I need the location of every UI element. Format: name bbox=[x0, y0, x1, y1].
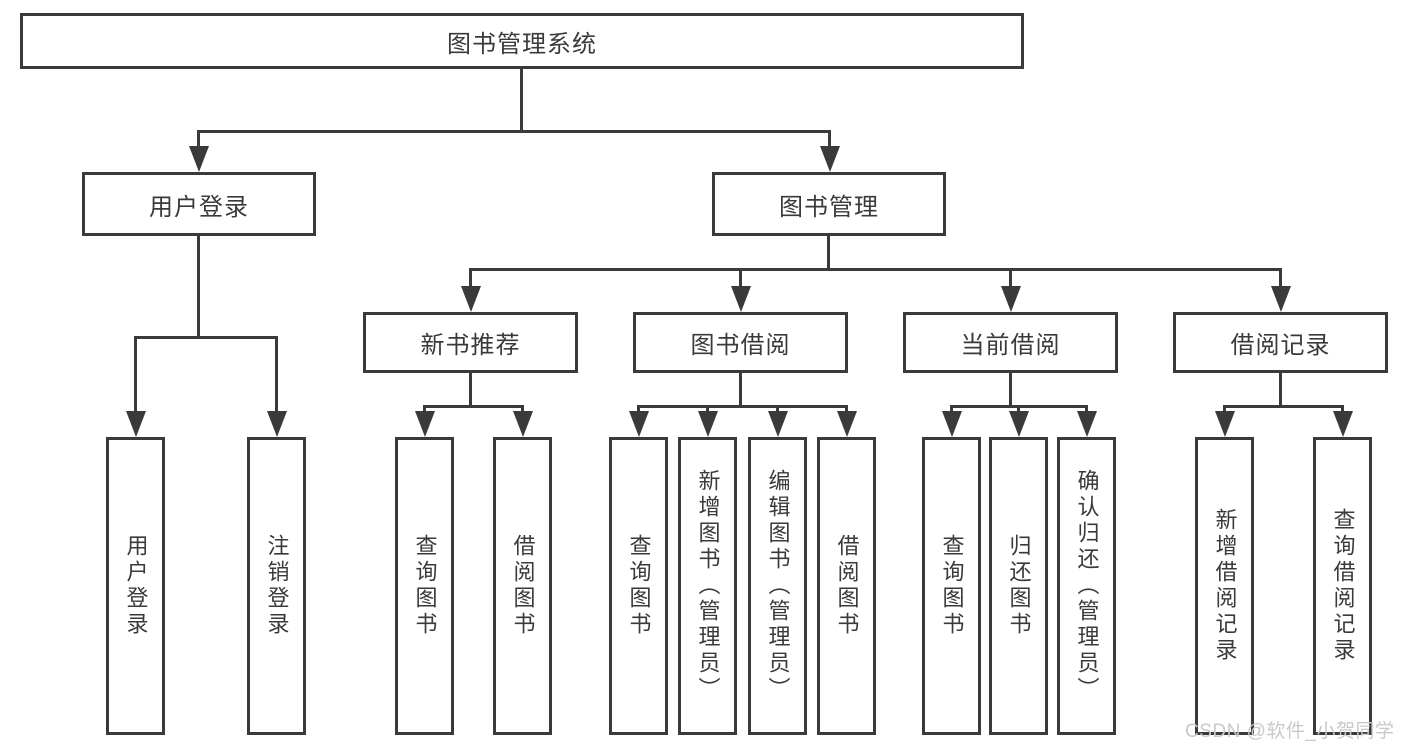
leaf-label: 新增借阅记录 bbox=[1212, 508, 1238, 664]
node-book-borrow: 图书借阅 bbox=[633, 312, 848, 373]
leaf-label: 新增图书（管理员） bbox=[695, 469, 721, 703]
arrow-to-leaf-logout bbox=[266, 336, 287, 437]
leaf-label: 查询图书 bbox=[626, 534, 652, 638]
arrow-to-book-borrow bbox=[730, 268, 751, 312]
arrow-to-leaf-borrow-books bbox=[836, 405, 857, 437]
node-label: 图书借阅 bbox=[690, 332, 791, 359]
connector-records-hline bbox=[1223, 405, 1344, 408]
leaf-label: 查询图书 bbox=[412, 534, 438, 638]
arrow-to-leaf-query-books bbox=[628, 405, 649, 437]
arrow-to-leaf-borrow-books bbox=[512, 405, 533, 437]
leaf-edit-books-admin: 编辑图书（管理员） bbox=[748, 437, 807, 735]
node-label: 借阅记录 bbox=[1230, 332, 1331, 359]
leaf-label: 编辑图书（管理员） bbox=[765, 469, 791, 703]
leaf-query-borrow-record: 查询借阅记录 bbox=[1313, 437, 1372, 735]
arrow-to-leaf-confirm-return bbox=[1076, 405, 1097, 437]
node-user-login: 用户登录 bbox=[82, 172, 316, 236]
arrow-to-new-book-recommend bbox=[460, 268, 481, 312]
leaf-label: 确认归还（管理员） bbox=[1074, 469, 1100, 703]
arrow-to-leaf-query-books bbox=[414, 405, 435, 437]
arrow-to-book-management bbox=[819, 130, 840, 172]
leaf-add-borrow-record: 新增借阅记录 bbox=[1195, 437, 1254, 735]
connector-root-hline bbox=[197, 130, 831, 133]
watermark: CSDN @软件_小贺同学 bbox=[1185, 721, 1395, 742]
leaf-label: 查询借阅记录 bbox=[1330, 508, 1356, 664]
arrow-to-current-borrow bbox=[1000, 268, 1021, 312]
leaf-query-books-recommend: 查询图书 bbox=[395, 437, 454, 735]
node-label: 新书推荐 bbox=[420, 332, 521, 359]
leaf-borrow-books: 借阅图书 bbox=[817, 437, 876, 735]
leaf-query-books-borrow: 查询图书 bbox=[609, 437, 668, 735]
leaf-borrow-books-recommend: 借阅图书 bbox=[493, 437, 552, 735]
leaf-label: 用户登录 bbox=[123, 534, 149, 638]
leaf-logout: 注销登录 bbox=[247, 437, 306, 735]
connector-book-mgmt-stem bbox=[827, 233, 830, 268]
connector-current-stem bbox=[1009, 370, 1012, 405]
leaf-confirm-return-admin: 确认归还（管理员） bbox=[1057, 437, 1116, 735]
arrow-to-leaf-query-record bbox=[1332, 405, 1353, 437]
connector-user-login-hline bbox=[134, 336, 278, 339]
arrow-to-user-login bbox=[188, 130, 209, 172]
leaf-add-books-admin: 新增图书（管理员） bbox=[678, 437, 737, 735]
connector-user-login-stem bbox=[197, 233, 200, 336]
node-library-management-system: 图书管理系统 bbox=[20, 13, 1024, 69]
node-label: 图书管理系统 bbox=[447, 30, 597, 58]
connector-records-stem bbox=[1279, 370, 1282, 405]
connector-root-stem bbox=[520, 66, 523, 130]
arrow-to-leaf-query-books bbox=[941, 405, 962, 437]
connector-borrow-hline bbox=[637, 405, 848, 408]
arrow-to-leaf-edit-books bbox=[767, 405, 788, 437]
leaf-label: 查询图书 bbox=[939, 534, 965, 638]
leaf-label: 注销登录 bbox=[264, 534, 290, 638]
connector-recommend-hline bbox=[423, 405, 524, 408]
node-new-book-recommend: 新书推荐 bbox=[363, 312, 578, 373]
arrow-to-borrow-records bbox=[1270, 268, 1291, 312]
leaf-query-books-current: 查询图书 bbox=[922, 437, 981, 735]
connector-book-mgmt-hline bbox=[469, 268, 1281, 271]
leaf-return-books: 归还图书 bbox=[989, 437, 1048, 735]
arrow-to-leaf-add-record bbox=[1214, 405, 1235, 437]
leaf-user-login: 用户登录 bbox=[106, 437, 165, 735]
node-label: 用户登录 bbox=[149, 193, 249, 221]
arrow-to-leaf-user-login bbox=[125, 336, 146, 437]
node-borrow-records: 借阅记录 bbox=[1173, 312, 1388, 373]
leaf-label: 借阅图书 bbox=[510, 534, 536, 638]
leaf-label: 借阅图书 bbox=[834, 534, 860, 638]
node-current-borrow: 当前借阅 bbox=[903, 312, 1118, 373]
node-book-management: 图书管理 bbox=[712, 172, 946, 236]
node-label: 当前借阅 bbox=[960, 332, 1061, 359]
connector-recommend-stem bbox=[469, 370, 472, 405]
node-label: 图书管理 bbox=[779, 193, 879, 221]
arrow-to-leaf-add-books bbox=[697, 405, 718, 437]
connector-borrow-stem bbox=[739, 370, 742, 405]
arrow-to-leaf-return-books bbox=[1008, 405, 1029, 437]
leaf-label: 归还图书 bbox=[1006, 534, 1032, 638]
